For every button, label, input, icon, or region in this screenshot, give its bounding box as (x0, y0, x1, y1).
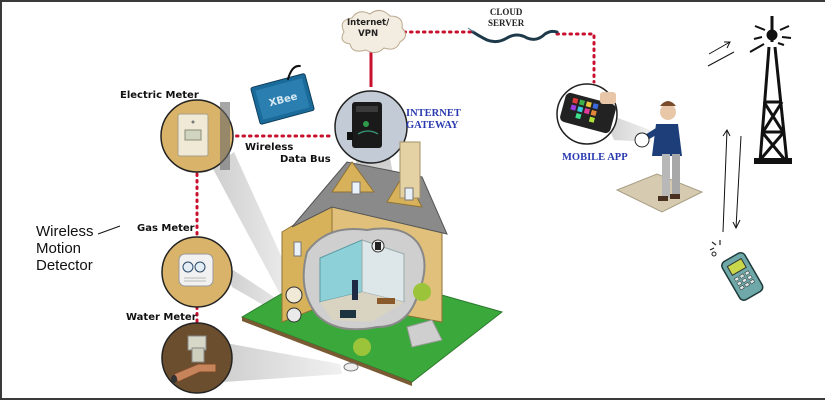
wireless-data-bus-line1: Wireless (245, 142, 294, 153)
wireless-motion-detector-label: Wireless Motion Detector (36, 223, 94, 274)
motion-detector-label-line1: Wireless (36, 223, 94, 240)
xbee-radio-module-icon: XBee (250, 64, 315, 125)
motion-detector-label-line3: Detector (36, 257, 93, 274)
gateway-device-icon (334, 90, 408, 164)
water-meter-label: Water Meter (126, 312, 197, 323)
electric-meter-icon (160, 99, 234, 173)
motion-detector-leader (97, 225, 121, 235)
water-meter-icon (161, 322, 233, 394)
mobile-app-label: MOBILE APP (562, 152, 628, 163)
cloud-server-label: CLOUD SERVER (488, 7, 524, 29)
signal-arrows (707, 41, 742, 233)
internet-vpn-label-line2: VPN (358, 29, 379, 39)
cloud-server-label-line2: SERVER (488, 18, 525, 28)
internet-gateway-label: INTERNET GATEWAY (406, 108, 461, 132)
gas-meter-label: Gas Meter (137, 223, 195, 234)
internet-gateway-label-line2: GATEWAY (406, 120, 459, 131)
electric-meter-label: Electric Meter (120, 90, 199, 101)
motion-detector-label-line2: Motion (36, 240, 82, 257)
internet-gateway-label-line1: INTERNET (406, 108, 461, 119)
link-cloud-server-to-mobile-app (555, 32, 596, 84)
smartphone-icon (556, 83, 618, 145)
cloud-icon (341, 10, 406, 54)
house-cutaway-icon (240, 141, 504, 386)
cell-tower-icon (749, 16, 792, 164)
cloud-server-label-line1: CLOUD (489, 7, 523, 17)
person-icon (615, 101, 704, 213)
cell-phone-icon (709, 240, 764, 301)
internet-vpn-label-line1: Internet/ (347, 18, 390, 28)
internet-vpn-label: Internet/ VPN (347, 18, 389, 40)
cloud-server-icon (467, 27, 559, 44)
wireless-data-bus-line2: Data Bus (280, 154, 331, 165)
gas-meter-icon (161, 236, 233, 308)
